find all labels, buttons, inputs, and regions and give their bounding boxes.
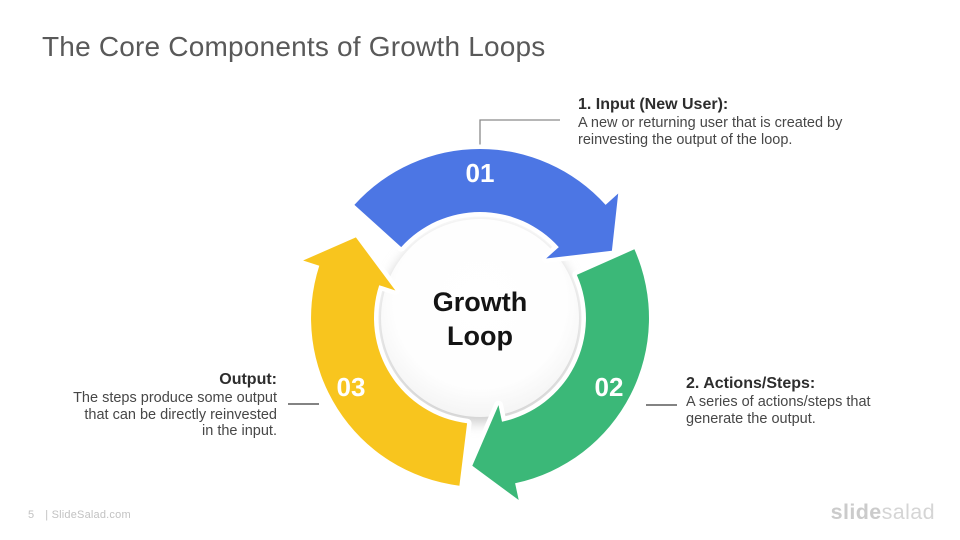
step-number-02: 02 <box>595 372 624 402</box>
callout-actions-title: 2. Actions/Steps: <box>686 375 816 392</box>
arrow-step-01 <box>349 144 623 263</box>
arrow-step-03 <box>298 232 472 491</box>
callout-actions-description: A series of actions/steps that generate … <box>686 394 871 427</box>
callout-input-description: A new or returning user that is created … <box>578 115 843 148</box>
callout-output-title: Output: <box>219 371 277 388</box>
step-number-03: 03 <box>337 372 366 402</box>
footer: 5 | SlideSalad.com <box>28 509 131 521</box>
callout-actions: 2. Actions/Steps: A series of actions/st… <box>686 375 926 427</box>
logo-text-salad: salad <box>881 500 935 524</box>
page-title: The Core Components of Growth Loops <box>42 31 546 62</box>
callout-output: Output: The steps produce some output th… <box>27 371 277 440</box>
center-label-line2: Loop <box>447 321 513 351</box>
callout-output-description: The steps produce some output that can b… <box>73 390 277 439</box>
page-number: 5 <box>28 509 35 521</box>
center-label-line1: Growth <box>433 287 528 317</box>
callout-input-title: 1. Input (New User): <box>578 96 729 113</box>
footer-site-label: | SlideSalad.com <box>45 509 131 521</box>
logo-text-slide: slide <box>830 500 882 524</box>
connector-input <box>479 119 560 146</box>
step-number-01: 01 <box>466 158 495 188</box>
arrow-step-02 <box>467 244 654 505</box>
callout-input: 1. Input (New User): A new or returning … <box>578 96 898 148</box>
slidesalad-logo: slidesalad <box>831 500 935 525</box>
center-circle <box>381 219 579 417</box>
